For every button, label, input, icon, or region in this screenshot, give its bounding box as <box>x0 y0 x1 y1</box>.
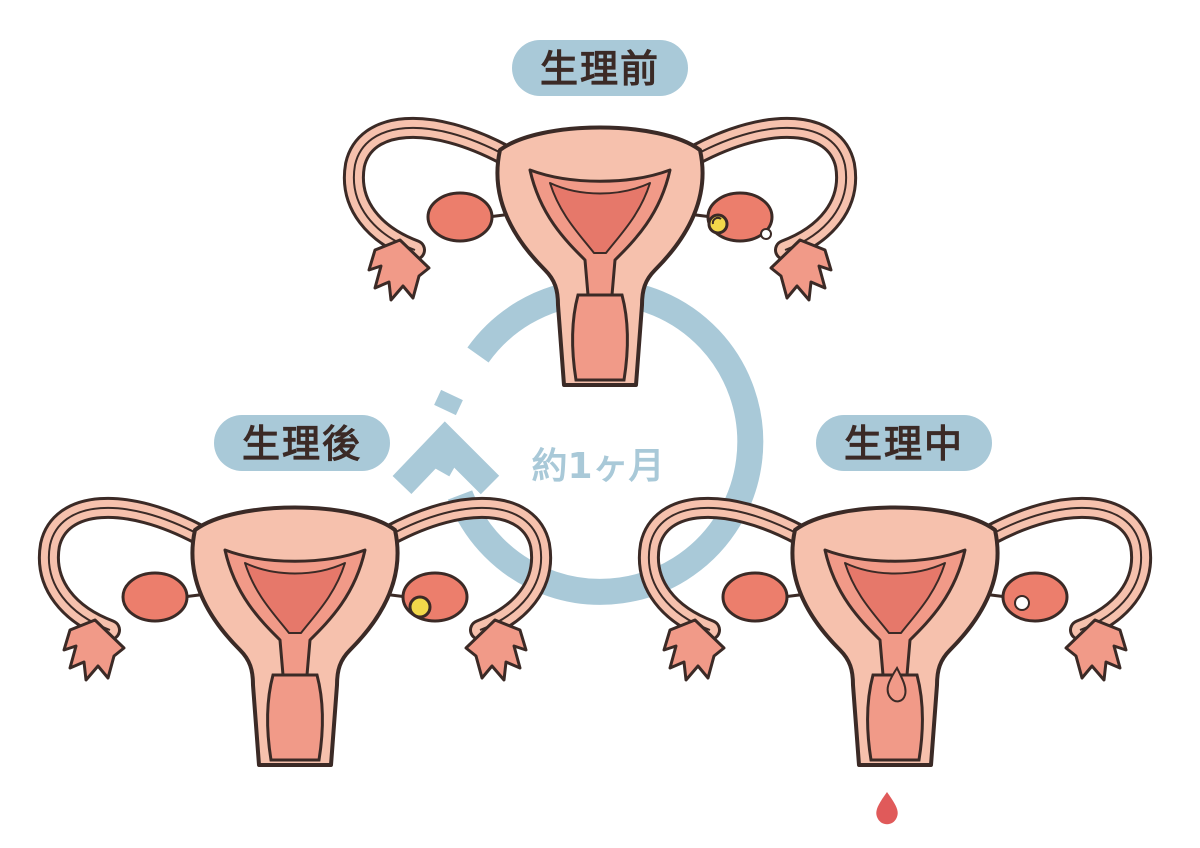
svg-text:生理前: 生理前 <box>540 47 660 91</box>
follicle-egg-after <box>408 595 432 619</box>
uterus-after-period <box>49 508 541 766</box>
follicle-empty-during <box>1014 595 1030 611</box>
label-before-period: 生理前 <box>512 40 688 96</box>
cycle-arrow-icon <box>392 421 500 495</box>
cycle-duration-label: 約1ヶ月 <box>531 446 664 487</box>
svg-text:生理中: 生理中 <box>844 422 964 466</box>
follicle-right-before <box>707 213 772 240</box>
blood-drop-icon <box>876 792 898 825</box>
label-after-period: 生理後 <box>214 415 390 471</box>
label-during-period: 生理中 <box>816 415 992 471</box>
menstrual-blood-inside <box>886 665 907 703</box>
svg-text:生理後: 生理後 <box>242 422 362 466</box>
uterus-before-period <box>354 128 846 386</box>
